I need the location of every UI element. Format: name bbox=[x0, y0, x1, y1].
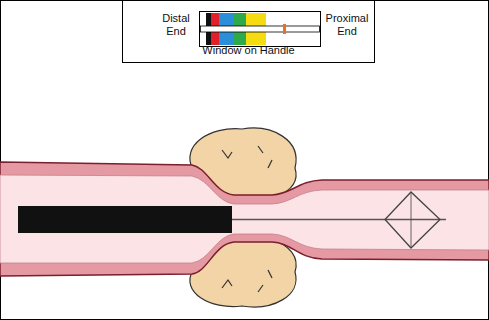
window-caption: Window on Handle bbox=[142, 44, 355, 57]
end-label: Proximal End bbox=[322, 12, 372, 38]
inset-box bbox=[123, 1, 375, 63]
catheter bbox=[18, 206, 232, 233]
end-label: Distal End bbox=[156, 12, 196, 38]
basket bbox=[385, 192, 440, 248]
handle-window bbox=[200, 12, 321, 47]
guide-wire bbox=[232, 219, 446, 221]
vessel-wall bbox=[0, 162, 489, 276]
inset-panel: Distal End Proximal EndWindow on Handle bbox=[122, 0, 375, 63]
vessel-lumen bbox=[0, 175, 489, 263]
